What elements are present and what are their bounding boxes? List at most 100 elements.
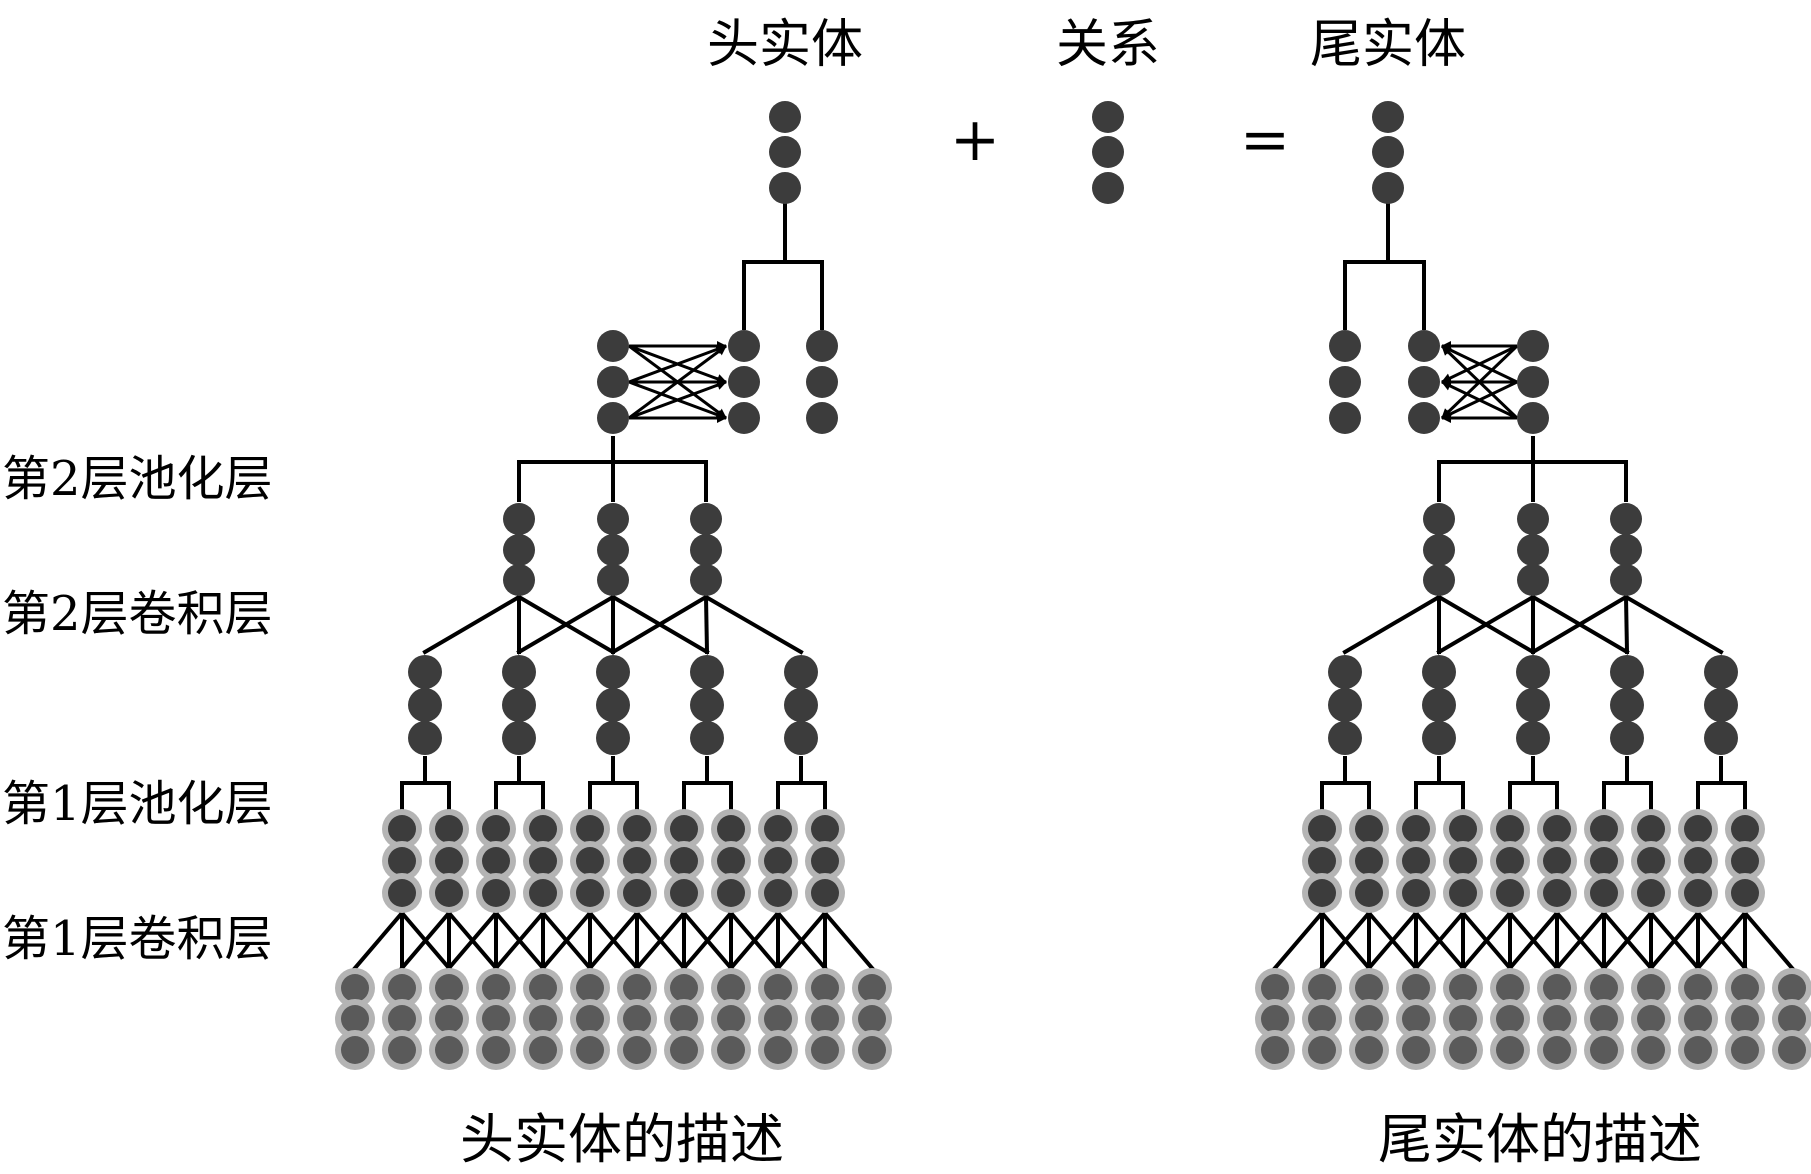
input-node [1590,1005,1618,1033]
input-node [717,1005,745,1033]
relation-vector-node [1092,172,1124,204]
conv1-node [1637,879,1665,907]
input-node [1731,1036,1759,1064]
conv1-node [576,815,604,843]
conv2-connection [1623,594,1724,655]
relation-vector [1092,101,1124,204]
conv1-node [1543,879,1571,907]
input-node [764,974,792,1002]
pool1-node [502,688,536,722]
pool1-node [596,655,630,689]
input-node [1308,1036,1336,1064]
input-node [1355,974,1383,1002]
input-node [1496,974,1524,1002]
input-node [1778,1005,1806,1033]
input-node [435,1005,463,1033]
conv1-node [764,879,792,907]
input-node [388,1005,416,1033]
conv1-node [1731,815,1759,843]
input-node [1684,1036,1712,1064]
input-node [811,974,839,1002]
pool1-node [784,655,818,689]
input-node [1731,974,1759,1002]
conv1-node [623,879,651,907]
context-node [806,330,838,362]
conv2-node [503,534,535,566]
input-node [1543,1005,1571,1033]
conv2-connection [1623,594,1630,655]
attention-node [728,402,760,434]
conv1-node [670,879,698,907]
conv1-node [1496,815,1524,843]
conv2-connection [1530,594,1629,655]
context-node [806,402,838,434]
entity-vector-node [769,172,801,204]
entity-vector-node [1372,101,1404,133]
conv2-connection [1436,594,1536,655]
conv1-node [623,847,651,875]
conv1-node [1590,847,1618,875]
conv2-node [1610,503,1642,535]
conv2-node [1517,564,1549,596]
conv2-node [690,564,722,596]
layer-label-conv2: 第2层卷积层 [2,586,273,642]
conv1-node [1731,879,1759,907]
conv1-node [1637,815,1665,843]
pool1-node [784,721,818,755]
conv1-node [811,879,839,907]
input-node [388,974,416,1002]
input-node [1308,974,1336,1002]
input-node [1261,1036,1289,1064]
pool1-node [1610,721,1644,755]
conv1-node [1543,847,1571,875]
input-node [1355,1036,1383,1064]
conv2-node [503,503,535,535]
conv2-connection [422,594,522,655]
conv1-connection [1413,910,1466,971]
conv1-node [717,879,745,907]
input-node [1355,1005,1383,1033]
conv1-node [1684,815,1712,843]
entity-vector-node [769,136,801,168]
input-node [1496,1005,1524,1033]
conv2-node [503,564,535,596]
input-node [1543,974,1571,1002]
attention-arrow [628,380,727,420]
conv1-node [717,815,745,843]
conv1-node [1449,847,1477,875]
input-node [1449,1036,1477,1064]
conv1-node [1308,847,1336,875]
pool1-node [596,688,630,722]
pool1-node [1422,688,1456,722]
input-node [1590,1036,1618,1064]
attention-node [1408,366,1440,398]
input-node [670,1036,698,1064]
conv1-node [482,879,510,907]
input-node [576,1036,604,1064]
conv1-connection [1460,910,1513,971]
input-node [1402,1005,1430,1033]
layer-label-pool1: 第1层池化层 [2,776,273,832]
pool2-node [597,330,629,362]
pool2-node [597,366,629,398]
input-node [811,1036,839,1064]
pool1-node [596,721,630,755]
layer-label-conv1: 第1层卷积层 [2,911,273,967]
conv1-node [717,847,745,875]
pool1-node [1328,655,1362,689]
conv2-node [1610,534,1642,566]
pool1-node [1422,721,1456,755]
context-node [1329,330,1361,362]
conv1-node [1355,815,1383,843]
conv1-connection [587,910,640,971]
input-node [341,1005,369,1033]
input-node [623,1005,651,1033]
entity-vector-node [1372,136,1404,168]
conv1-connection [352,910,405,971]
conv2-connection [703,594,710,655]
conv1-connection [728,910,781,971]
input-node [1731,1005,1759,1033]
conv1-connection [1695,910,1748,971]
conv1-node [388,879,416,907]
conv1-connection [1366,910,1419,971]
